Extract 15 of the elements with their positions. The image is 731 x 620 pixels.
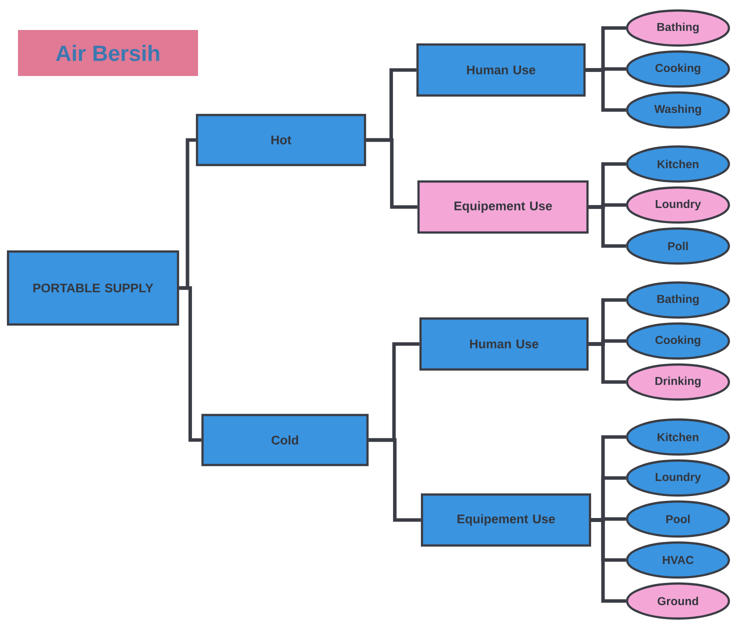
category-box: Cold [201, 414, 369, 466]
connector-line [588, 205, 626, 248]
connector-line [591, 518, 626, 603]
connector-line [179, 286, 202, 442]
category-box: Human Use [416, 43, 586, 97]
title-banner: Air Bersih [18, 30, 198, 76]
connector-line [366, 138, 418, 209]
connector-line [368, 438, 421, 522]
category-box: Equipement Use [417, 180, 589, 234]
category-box: Hot [196, 114, 366, 166]
category-box: Human Use [419, 317, 589, 371]
category-box: PORTABLE SUPPLY [6, 250, 180, 326]
connector-line [586, 68, 626, 112]
category-box: Equipement Use [420, 493, 592, 547]
connector-line [588, 342, 626, 384]
